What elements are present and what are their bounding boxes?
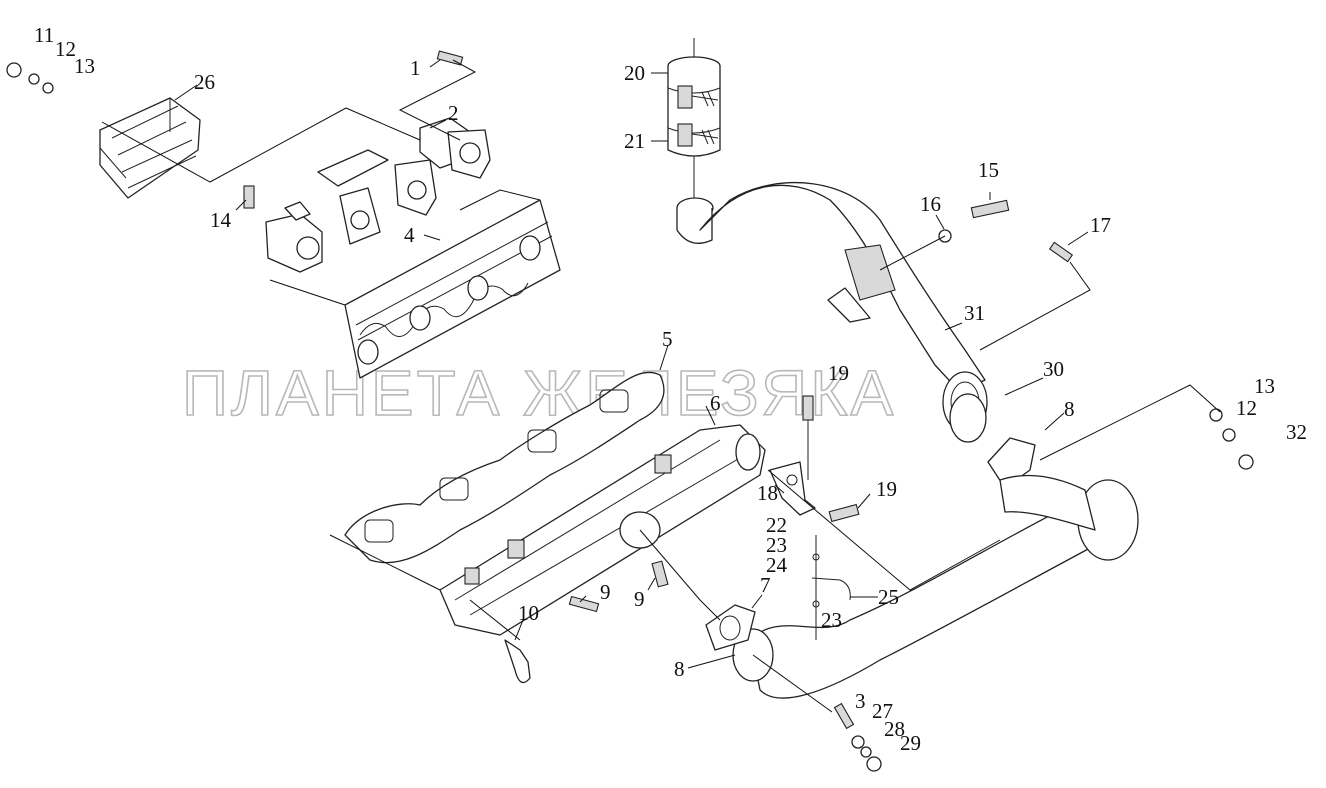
callout-21: 21 — [624, 129, 645, 153]
callout-22: 22 — [766, 513, 787, 537]
callout-23-lower: 23 — [821, 608, 842, 632]
callout-26: 26 — [194, 70, 215, 94]
exhaust-pipe-upper — [676, 182, 986, 393]
callout-31: 31 — [964, 301, 985, 325]
callout-13-left: 13 — [74, 54, 95, 78]
callout-10: 10 — [518, 601, 539, 625]
callout-18: 18 — [757, 481, 778, 505]
callout-20: 20 — [624, 61, 645, 85]
callout-11: 11 — [34, 23, 54, 47]
pipe-flange-gaskets-right — [942, 371, 1036, 489]
exhaust-port-adaptors — [265, 117, 491, 273]
callout-16: 16 — [920, 192, 941, 216]
callout-28: 28 — [884, 717, 905, 741]
callout-5: 5 — [662, 327, 673, 351]
manifold-gasket-plate — [344, 199, 561, 379]
callout-27: 27 — [872, 699, 893, 723]
callout-9-left: 9 — [600, 580, 611, 604]
callout-6: 6 — [710, 391, 721, 415]
callout-8-lower: 8 — [674, 657, 685, 681]
callout-23-upper: 23 — [766, 533, 787, 557]
callout-19-upper: 19 — [828, 361, 849, 385]
callout-4: 4 — [404, 223, 415, 247]
callout-30: 30 — [1043, 357, 1064, 381]
callout-14: 14 — [210, 208, 232, 232]
heat-shield-part — [99, 97, 201, 199]
pipe-hook — [504, 639, 531, 684]
callout-17: 17 — [1090, 213, 1111, 237]
callout-3: 3 — [855, 689, 866, 713]
callout-8-upper: 8 — [1064, 397, 1075, 421]
mounting-bracket — [769, 395, 860, 523]
callout-1: 1 — [410, 56, 421, 80]
callout-19-lower: 19 — [876, 477, 897, 501]
callout-7: 7 — [760, 573, 771, 597]
fasteners — [6, 50, 1254, 772]
callout-13-right: 13 — [1254, 374, 1275, 398]
callout-ticks — [174, 59, 1089, 669]
exhaust-manifold-gasket — [344, 371, 665, 564]
callout-12-right: 12 — [1236, 396, 1257, 420]
exhaust-pipe-lower — [705, 474, 1139, 699]
callout-24: 24 — [766, 553, 788, 577]
watermark-text: ПЛАНЕТА ЖЕЛЕЗЯКА — [182, 357, 896, 429]
callout-2: 2 — [448, 101, 459, 125]
callout-25: 25 — [878, 585, 899, 609]
pipe-clamp-assembly — [667, 38, 721, 220]
callout-labels: 1 2 3 4 5 6 7 8 8 9 9 10 11 12 12 13 13 … — [34, 23, 1307, 755]
callout-12-left: 12 — [55, 37, 76, 61]
exhaust-manifold — [439, 424, 766, 636]
callout-32: 32 — [1286, 420, 1307, 444]
leader-lines — [101, 59, 1221, 713]
callout-15: 15 — [978, 158, 999, 182]
callout-29: 29 — [900, 731, 921, 755]
callout-9-right: 9 — [634, 587, 645, 611]
